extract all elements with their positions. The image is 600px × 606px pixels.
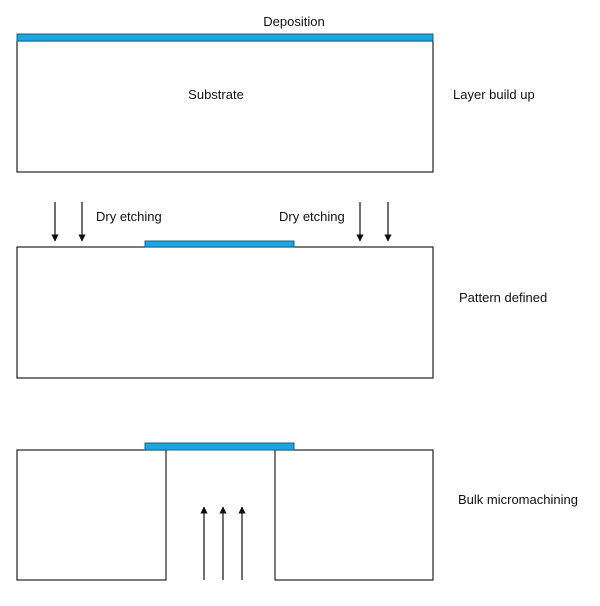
stage2-patterned-layer xyxy=(144,240,295,248)
dry-etching-right-label: Dry etching xyxy=(279,209,345,224)
stage3-substrate-right xyxy=(274,449,434,581)
stage1-deposited-layer xyxy=(16,33,434,42)
deposition-label: Deposition xyxy=(263,14,324,29)
dry-etching-left-label: Dry etching xyxy=(96,209,162,224)
stage2-substrate xyxy=(16,246,434,379)
bulk-micromachining-label: Bulk micromachining xyxy=(458,492,578,507)
stage3-membrane-layer xyxy=(144,442,295,451)
layer-build-up-label: Layer build up xyxy=(453,87,535,102)
stage3-substrate-left xyxy=(16,449,167,581)
stage1-substrate xyxy=(16,40,434,173)
substrate-label: Substrate xyxy=(188,87,244,102)
pattern-defined-label: Pattern defined xyxy=(459,290,547,305)
